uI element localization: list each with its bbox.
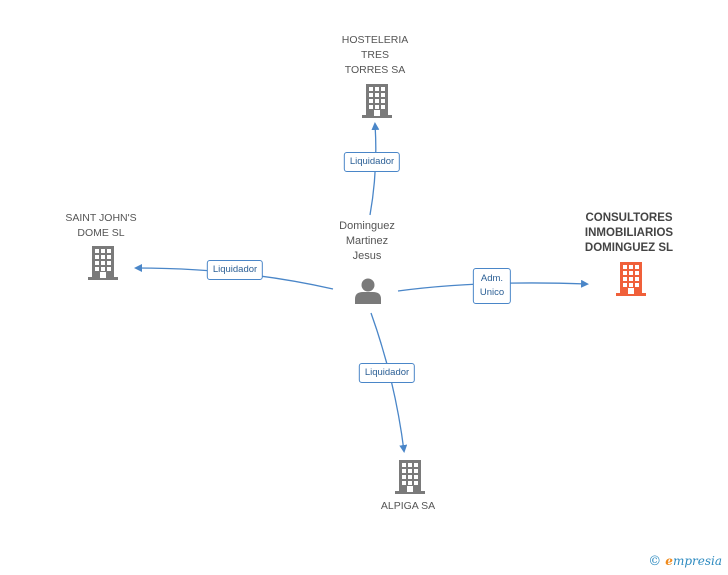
relation-label-hosteleria[interactable]: Liquidador <box>343 152 401 172</box>
copyright-symbol: © <box>648 554 662 569</box>
person-name[interactable]: Dominguez Martinez Jesus <box>339 220 395 262</box>
brand-name: mpresia <box>672 554 722 568</box>
building-icon[interactable] <box>362 84 392 118</box>
building-icon[interactable] <box>88 246 118 280</box>
brand-logo[interactable]: ©empresia <box>648 554 722 569</box>
person-icon[interactable] <box>354 276 382 304</box>
relation-label-consultores[interactable]: Adm. Unico <box>472 268 512 304</box>
company-consultores-name[interactable]: CONSULTORES INMOBILIARIOS DOMINGUEZ SL <box>584 212 674 254</box>
relation-label-alpiga[interactable]: Liquidador <box>358 363 416 383</box>
company-alpiga-name[interactable]: ALPIGA SA <box>380 500 436 512</box>
company-hosteleria-name[interactable]: HOSTELERIA TRES TORRES SA <box>341 34 409 76</box>
building-icon-highlight[interactable] <box>616 262 646 296</box>
brand-initial: e <box>665 554 673 568</box>
company-saintjohns-name[interactable]: SAINT JOHN'S DOME SL <box>65 212 137 239</box>
building-icon[interactable] <box>395 460 425 494</box>
relation-label-saintjohns[interactable]: Liquidador <box>206 260 264 280</box>
